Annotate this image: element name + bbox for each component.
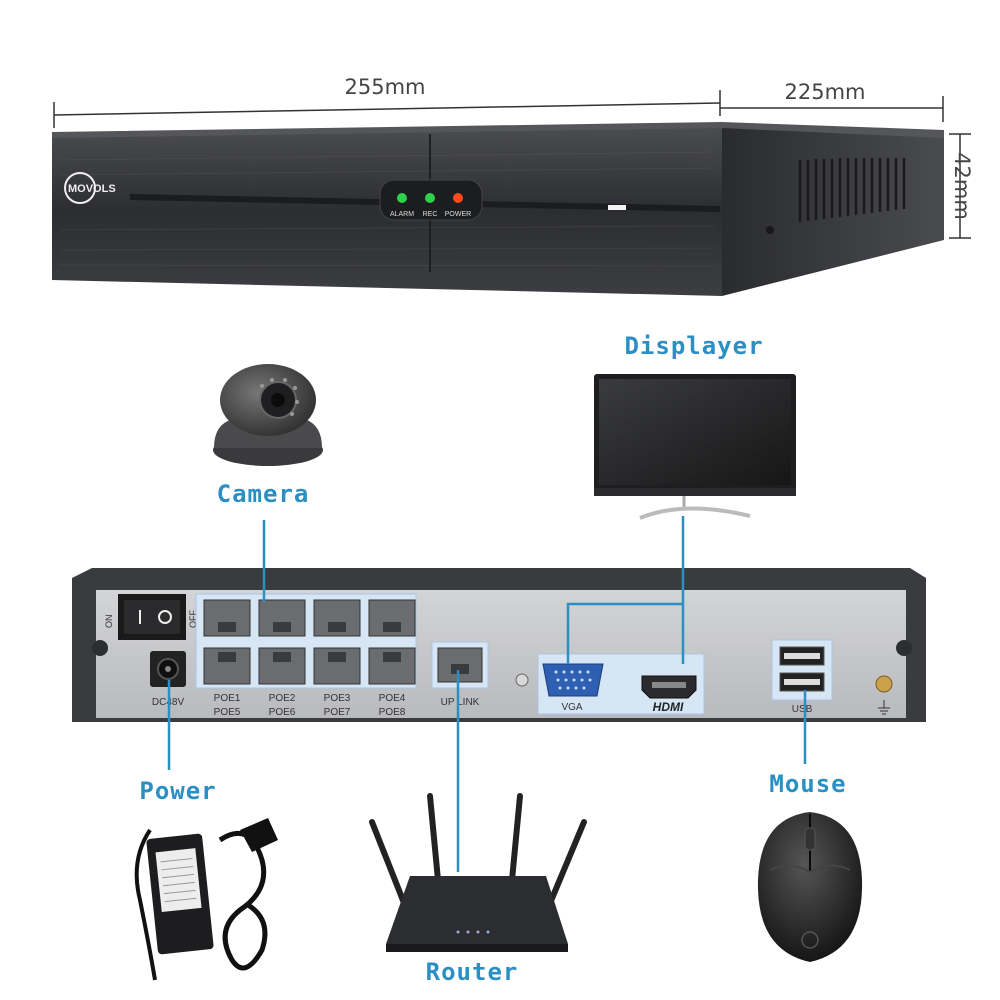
power-indicator-light [453, 193, 463, 203]
monitor-device: Displayer [594, 332, 796, 520]
poe-labels: POE1 POE2 POE3 POE4 POE5 POE6 POE7 POE8 [214, 693, 406, 718]
vga-label: VGA [561, 702, 582, 713]
poe-port-block: POE1 POE2 POE3 POE4 POE5 POE6 POE7 POE8 [195, 593, 417, 718]
indicator-panel: ALARM REC POWER [379, 179, 483, 221]
poe4-label: POE4 [379, 693, 406, 704]
front-led-bar [608, 205, 626, 210]
nvr-rear-view: ON OFF DC48V [72, 568, 926, 722]
brand-logo: MOVOLS [64, 172, 116, 204]
depth-label: 225mm [785, 80, 866, 104]
rec-indicator-light [425, 193, 435, 203]
rear-screw-left-icon [92, 640, 108, 656]
side-vents [798, 158, 906, 222]
poe6-label: POE6 [269, 707, 296, 718]
display-connection-line [566, 516, 685, 664]
height-label: 42mm [950, 152, 974, 220]
poe-ports-top [203, 599, 416, 637]
usb-label: USB [792, 704, 813, 715]
camera-label: Camera [217, 480, 310, 508]
alarm-indicator-light [397, 193, 407, 203]
hdmi-label: HDMI [653, 700, 684, 714]
power-adapter-device: Power [134, 777, 278, 981]
uplink-port: UP LINK [431, 641, 489, 708]
displayer-label: Displayer [624, 332, 763, 360]
mouse-device: Mouse [757, 770, 863, 962]
poe5-label: POE5 [214, 707, 241, 718]
hdmi-port: HDMI [641, 675, 697, 714]
ground-screw-icon [515, 673, 529, 687]
dimension-width: 255mm [53, 75, 721, 128]
poe2-label: POE2 [269, 693, 296, 704]
poe8-label: POE8 [379, 707, 406, 718]
rear-screw-right-icon [896, 640, 912, 656]
side-screw-icon [766, 226, 774, 234]
router-device: Router [369, 793, 587, 986]
rec-label: REC [423, 211, 438, 218]
connection-lines [167, 516, 807, 872]
usb-port-block: USB [771, 639, 833, 715]
poe-ports-bottom [203, 647, 416, 685]
power-label: POWER [445, 211, 471, 218]
switch-off-label: OFF [188, 610, 198, 628]
vga-port: VGA [542, 663, 604, 713]
switch-on-label: ON [104, 615, 114, 629]
ground-terminal [875, 675, 893, 715]
mouse-label: Mouse [769, 770, 846, 798]
poe3-label: POE3 [324, 693, 351, 704]
poe7-label: POE7 [324, 707, 351, 718]
power-connection-label: Power [139, 777, 216, 805]
dimension-depth: 225mm [720, 80, 944, 122]
brand-name: MOVOLS [68, 183, 116, 195]
poe1-label: POE1 [214, 693, 241, 704]
width-label: 255mm [345, 75, 426, 99]
dimension-height: 42mm [949, 133, 974, 239]
video-output-block: VGA HDMI [537, 653, 705, 715]
power-switch: ON OFF [104, 594, 198, 640]
uplink-label: UP LINK [441, 697, 480, 708]
camera-device: Camera [213, 364, 323, 508]
alarm-label: ALARM [390, 211, 414, 218]
nvr-front-view: MOVOLS ALARM REC POWER [52, 122, 944, 296]
router-label: Router [426, 958, 519, 986]
